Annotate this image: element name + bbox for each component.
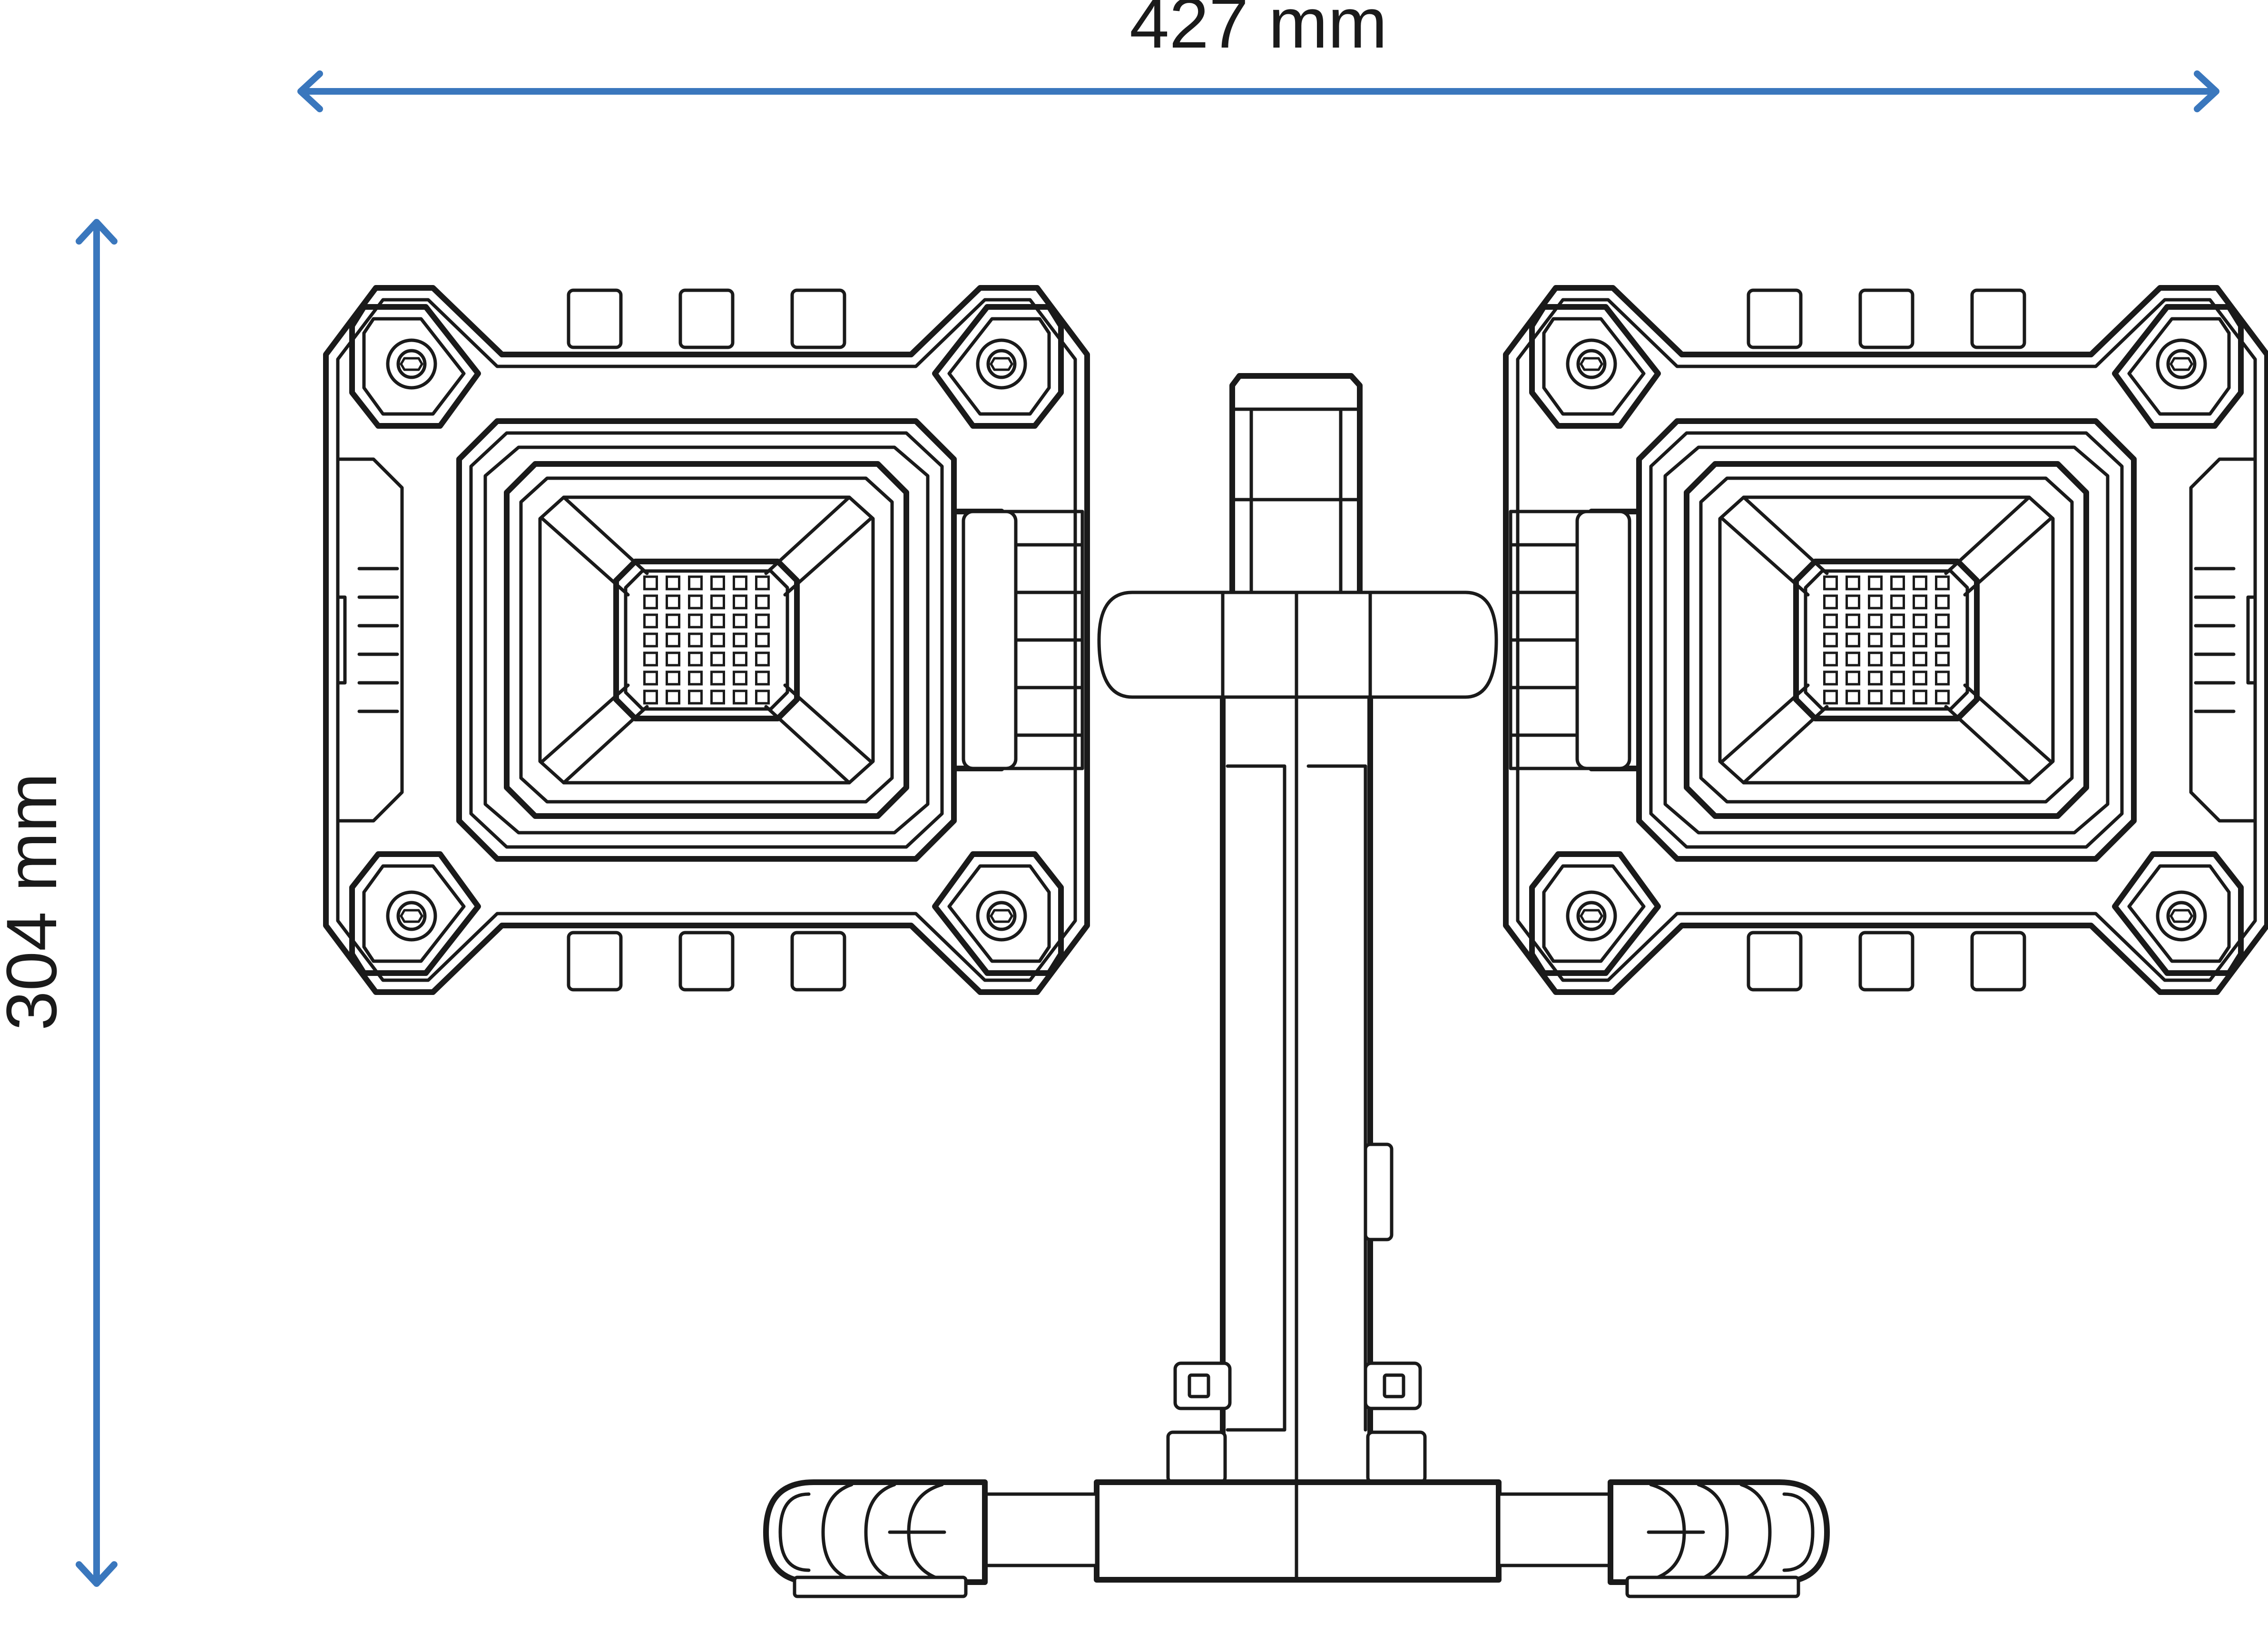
width-label: 427 mm bbox=[1129, 0, 1387, 63]
lamp-head-right bbox=[1506, 288, 2267, 992]
height-arrow-bottom-icon bbox=[76, 1561, 118, 1587]
width-arrow-right-icon bbox=[2194, 70, 2219, 112]
width-dimension: 427 mm bbox=[297, 0, 2219, 112]
width-arrow-left-icon bbox=[297, 70, 323, 112]
lamp-head-left bbox=[326, 288, 1087, 992]
height-arrow-top-icon bbox=[76, 219, 118, 245]
height-dimension: 304 mm bbox=[0, 219, 118, 1587]
height-label: 304 mm bbox=[0, 773, 71, 1031]
stand bbox=[763, 373, 1830, 1598]
